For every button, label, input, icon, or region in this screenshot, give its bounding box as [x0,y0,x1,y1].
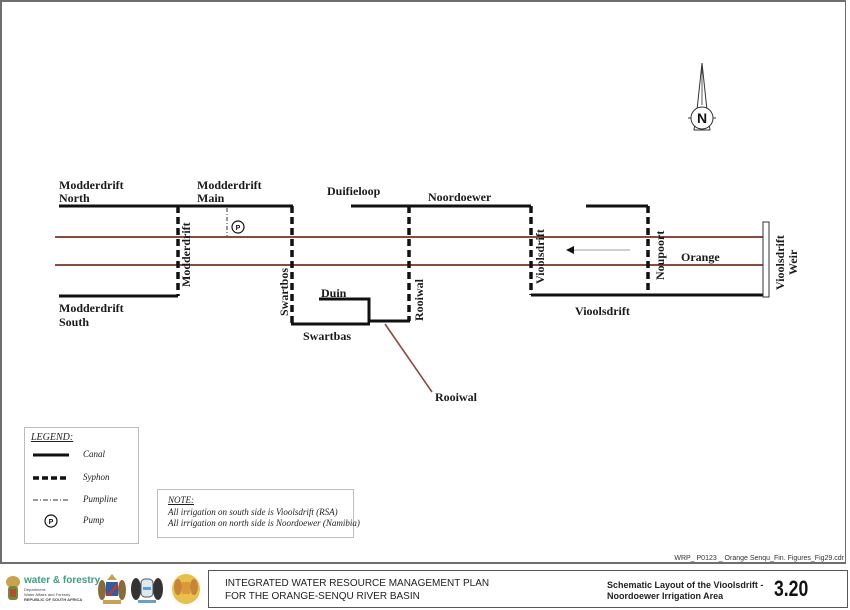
label-modderdrift-main-1: Modderdrift [197,178,262,192]
note-box: NOTE: All irrigation on south side is Vi… [157,489,360,538]
footer-logos: water & forestry Department: Water Affai… [0,570,205,610]
label-syphon-noupoort: Noupoort [653,231,667,280]
figure-title: Schematic Layout of the Vioolsdrift - No… [607,580,764,601]
namibia-coat-of-arms-icon [98,574,126,604]
rooiwal-pipeline [384,323,433,393]
label-weir-1: Vioolsdrift [773,235,787,290]
legend-item-syphon: Syphon [31,471,136,485]
label-vioolsdrift-canal: Vioolsdrift [575,304,630,318]
pumpline-line-icon [33,499,69,501]
label-duin: Duin [321,286,347,300]
legend-item-pumpline: Pumpline [31,493,136,507]
flow-direction-arrow-icon [566,246,630,254]
plan-title: INTEGRATED WATER RESOURCE MANAGEMENT PLA… [225,578,490,602]
label-duifieloop: Duifieloop [327,184,381,198]
label-modderdrift-south-2: South [59,315,89,329]
north-label: N [697,110,707,126]
canal-duin [319,297,410,323]
drawing-frame [0,0,846,564]
label-syphon-rooiwal: Rooiwal [412,278,426,321]
svg-text:P: P [236,225,241,232]
title-block: INTEGRATED WATER RESOURCE MANAGEMENT PLA… [208,570,848,608]
legend: LEGEND: Canal Syphon Pumpline P Pump [24,427,139,544]
label-syphon-modderdrift: Modderdrift [179,222,193,287]
label-syphon-vioolsdrift: Vioolsdrift [533,229,547,284]
label-modderdrift-south-1: Modderdrift [59,301,124,315]
label-rooiwal-pipeline: Rooiwal [435,390,478,404]
lesotho-coat-of-arms-icon [172,574,200,604]
label-weir-2: Weir [786,249,800,275]
label-modderdrift-main-2: Main [197,191,225,205]
label-orange-river: Orange [681,250,720,264]
note-line-south: All irrigation on south side is Vioolsdr… [168,507,338,517]
figure-number: 3.20 [774,576,809,601]
label-modderdrift-north-2: North [59,191,90,205]
legend-title: LEGEND: [31,432,74,443]
file-reference: WRP_ P0123 _ Orange Senqu_Fin. Figures_F… [674,555,844,562]
pump-icon: P [231,220,245,234]
note-title: NOTE: [168,495,195,505]
note-line-north: All irrigation on north side is Noordoew… [168,518,360,528]
pump-symbol-icon: P [44,514,58,528]
water-forestry-logo-subtext: Department: Water Affairs and Forestry R… [24,587,83,602]
svg-text:P: P [49,519,54,526]
rsa-coat-of-arms-icon [6,576,20,600]
legend-item-canal: Canal [31,448,136,462]
canal-line-icon [33,453,69,457]
vioolsdrift-weir [762,221,770,298]
label-modderdrift-north-1: Modderdrift [59,178,124,192]
syphon-line-icon [33,476,69,480]
water-forestry-logo-text: water & forestry [24,575,101,586]
label-syphon-swartbos: Swartbos [277,268,291,316]
label-swartbas: Swartbas [303,329,351,343]
legend-item-pump: P Pump [31,514,136,528]
north-arrow-icon: N [688,62,716,131]
botswana-coat-of-arms-icon [131,578,163,603]
label-noordoewer: Noordoewer [428,190,492,204]
